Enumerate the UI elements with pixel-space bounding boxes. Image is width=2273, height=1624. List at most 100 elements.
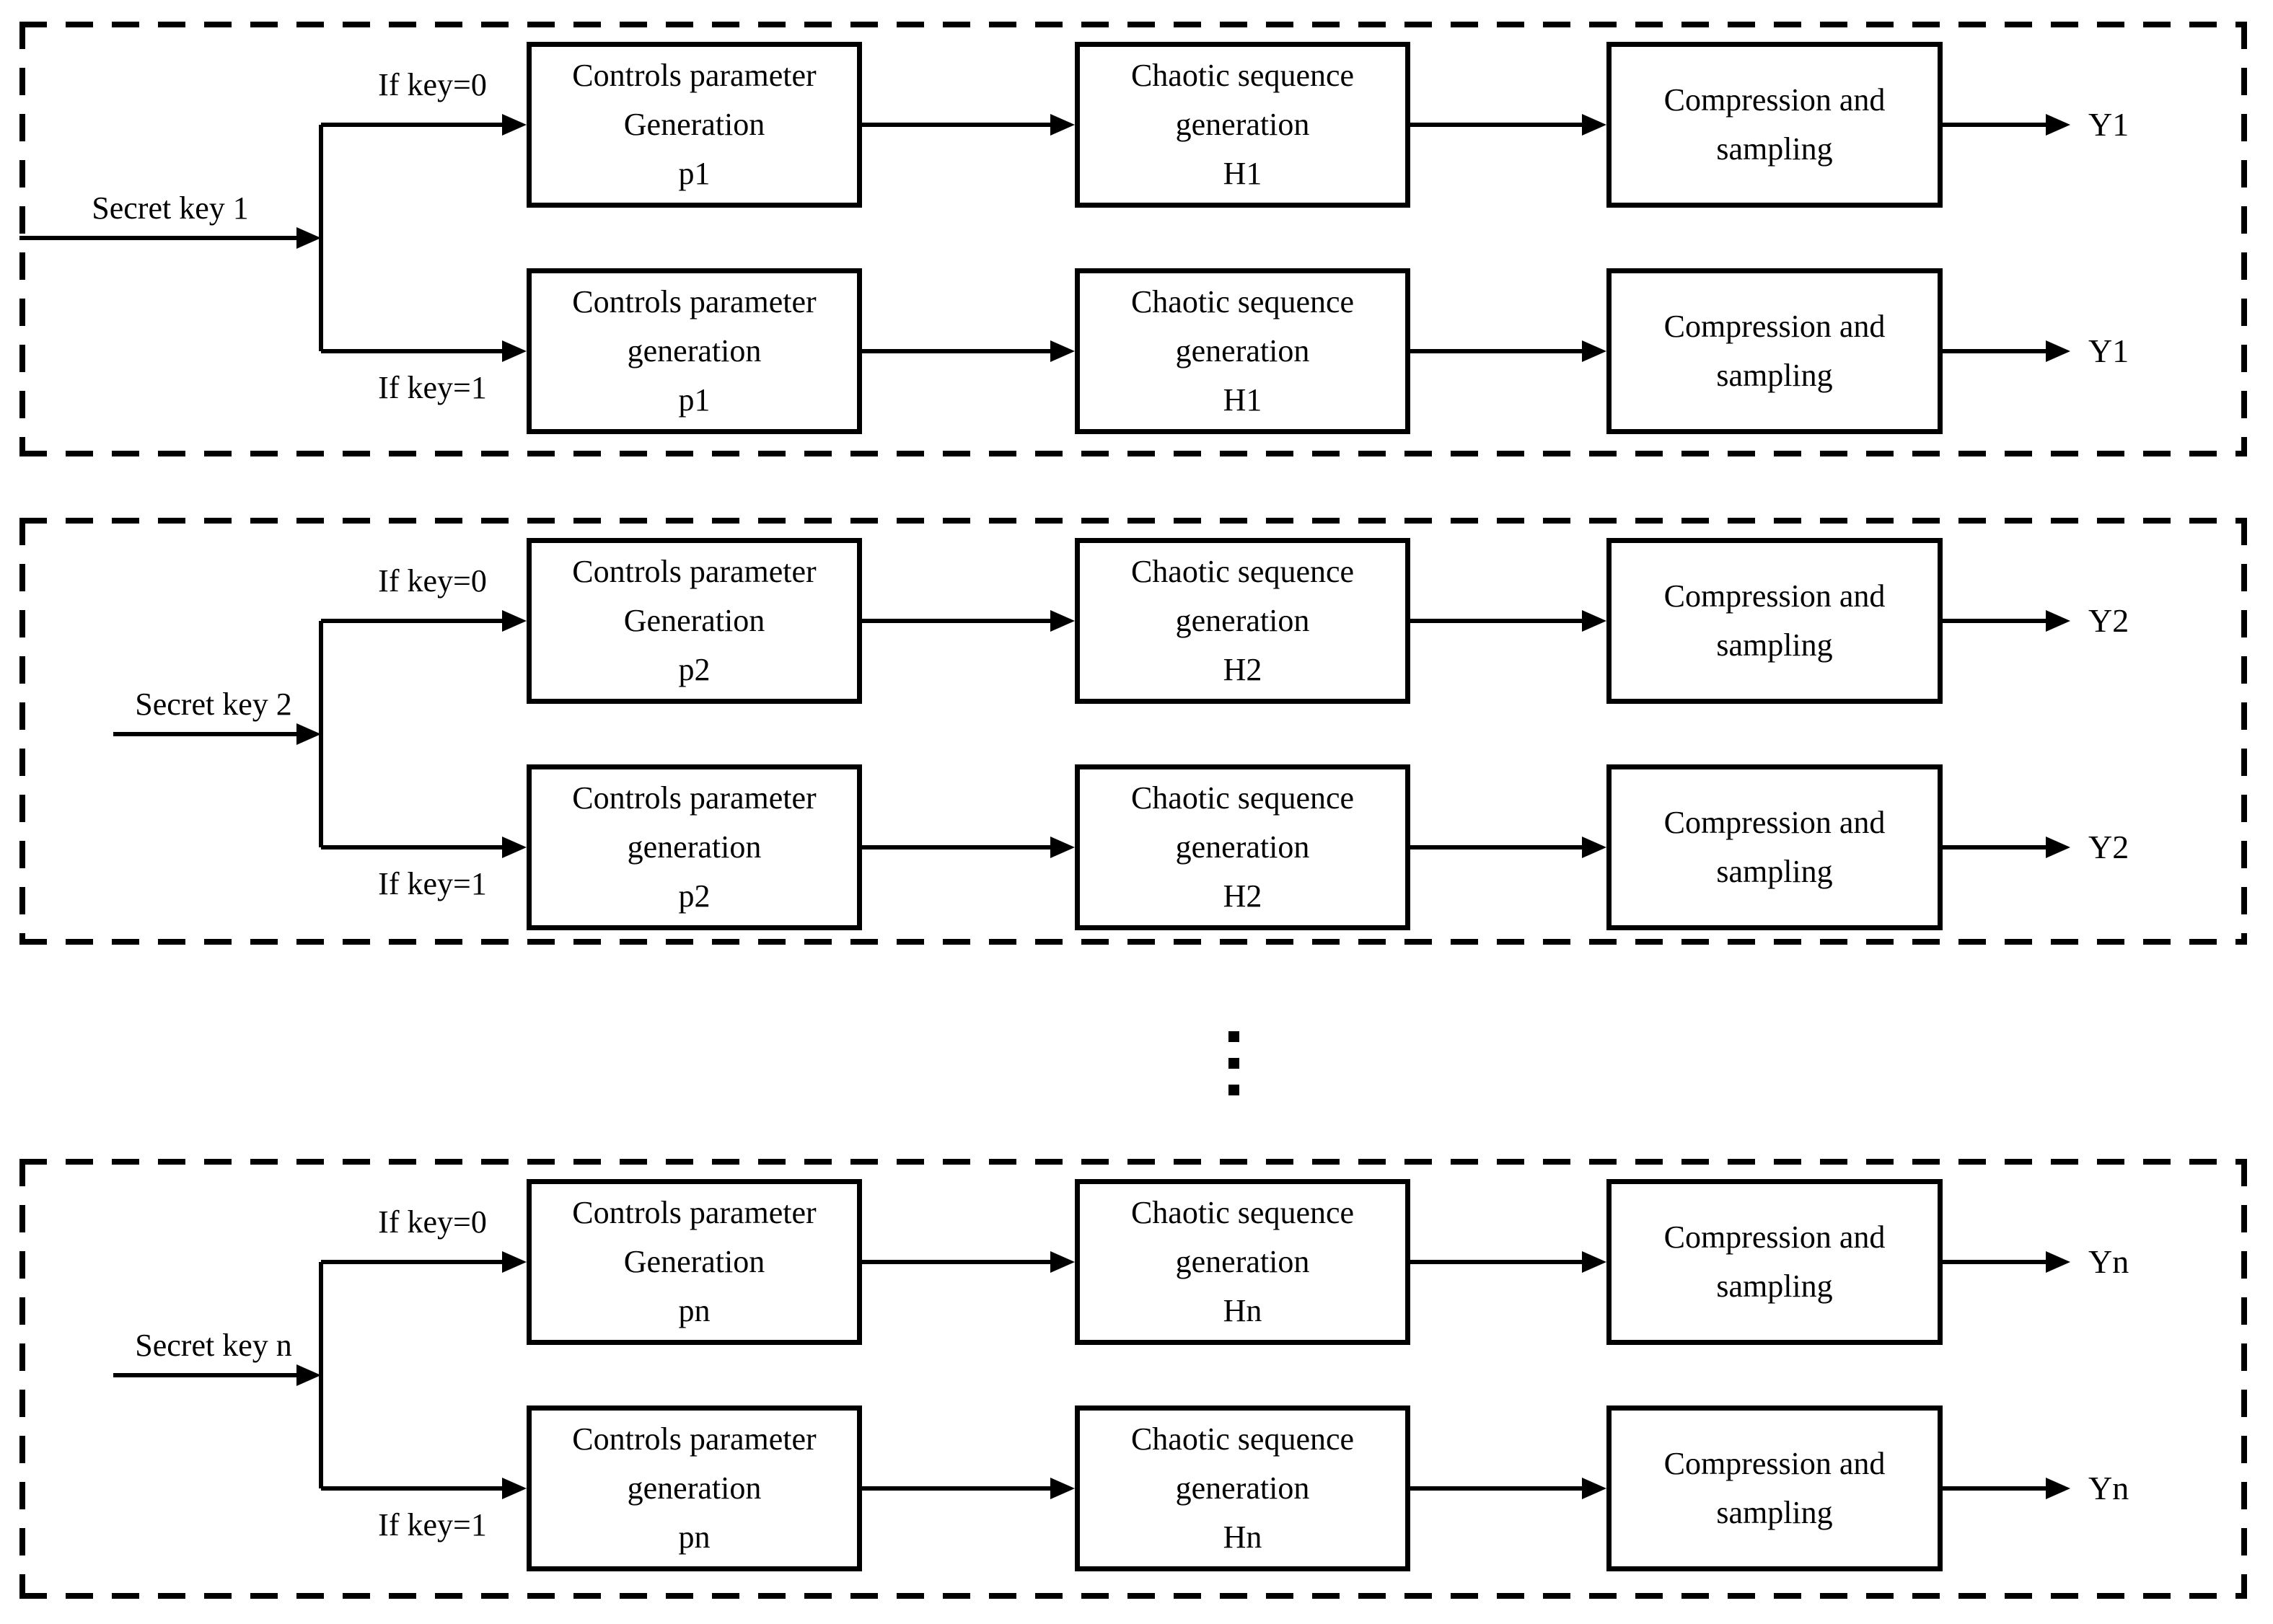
box-text-line: Chaotic sequence [1130, 780, 1355, 816]
secret-key-label: Secret key 1 [92, 190, 249, 226]
connector-arrow [1410, 845, 1582, 849]
box-text-line: Compression and [1663, 805, 1886, 840]
stage-secret-key-n: Secret key n If key=0 If key=1 Controls … [19, 1159, 2247, 1599]
box-text-line: sampling [1716, 358, 1833, 393]
box-text-line: Controls parameter [572, 1195, 817, 1230]
connector-arrow [1410, 123, 1582, 127]
connector-arrow [862, 1260, 1050, 1264]
stage-secret-key-1: Secret key 1 If key=0 If key=1 Controls … [19, 22, 2247, 456]
box-text-line: Chaotic sequence [1130, 58, 1355, 93]
box-text-line: Controls parameter [572, 1421, 817, 1457]
controls-parameter-box: Controls parameter generation p1 [527, 268, 862, 434]
box-text-line: Generation [623, 107, 765, 142]
dashed-border-top [19, 518, 2247, 524]
branch-bottom-arrow [321, 1486, 502, 1491]
compression-sampling-box: Compression and sampling [1606, 268, 1943, 434]
chaotic-sequence-box: Chaotic sequence generation H1 [1075, 42, 1410, 208]
box-text-line: p1 [678, 382, 711, 418]
box-text-line: Chaotic sequence [1130, 554, 1355, 589]
chaotic-sequence-box: Chaotic sequence generation H1 [1075, 268, 1410, 434]
connector-arrow [1410, 349, 1582, 353]
box-text-line: Controls parameter [572, 780, 817, 816]
if-key0-label: If key=0 [378, 1204, 487, 1240]
connector-arrow [862, 1486, 1050, 1491]
box-text-line: H2 [1223, 878, 1262, 914]
box-text-line: generation [1175, 1470, 1310, 1506]
output-label: Yn [2088, 1243, 2129, 1280]
output-label: Y2 [2088, 829, 2129, 865]
box-text-line: Chaotic sequence [1130, 284, 1355, 319]
box-text-line: H2 [1223, 652, 1262, 687]
box-text-line: pn [678, 1519, 711, 1555]
compression-sampling-box: Compression and sampling [1606, 764, 1943, 930]
box-text-line: sampling [1716, 854, 1833, 889]
compression-sampling-box: Compression and sampling [1606, 1179, 1943, 1345]
output-label: Y1 [2088, 332, 2129, 369]
secret-key-label: Secret key n [135, 1328, 292, 1363]
box-text-line: p1 [678, 156, 711, 191]
box-text-line: generation [627, 829, 762, 865]
branch-top-arrow [321, 1260, 502, 1264]
dashed-border-bottom [19, 451, 2247, 456]
dashed-border-right [2241, 518, 2247, 945]
compression-sampling-box: Compression and sampling [1606, 42, 1943, 208]
output-label: Y1 [2088, 106, 2129, 143]
branch-top-arrow [321, 619, 502, 623]
box-text-line: Hn [1223, 1293, 1262, 1328]
connector-arrow [862, 349, 1050, 353]
branch-split-line [319, 125, 323, 351]
secret-key-label: Secret key 2 [135, 687, 292, 722]
box-text-line: Hn [1223, 1519, 1262, 1555]
input-arrow [19, 236, 296, 240]
branch-split-line [319, 1262, 323, 1488]
box-text-line: Generation [623, 1244, 765, 1279]
chaotic-sequence-box: Chaotic sequence generation H2 [1075, 764, 1410, 930]
box-text-line: Compression and [1663, 309, 1886, 344]
box-text-line: generation [627, 333, 762, 369]
box-text-line: Compression and [1663, 1446, 1886, 1481]
controls-parameter-box: Controls parameter generation p2 [527, 764, 862, 930]
controls-parameter-box: Controls parameter Generation p1 [527, 42, 862, 208]
box-text-line: Compression and [1663, 578, 1886, 614]
branch-bottom-arrow [321, 845, 502, 849]
box-text-line: Chaotic sequence [1130, 1195, 1355, 1230]
if-key1-label: If key=1 [378, 370, 487, 405]
box-text-line: Chaotic sequence [1130, 1421, 1355, 1457]
box-text-line: generation [1175, 829, 1310, 865]
vertical-ellipsis-icon [1228, 1031, 1240, 1111]
box-text-line: Compression and [1663, 82, 1886, 118]
input-arrow [113, 732, 296, 736]
box-text-line: generation [1175, 333, 1310, 369]
dashed-border-right [2241, 1159, 2247, 1599]
box-text-line: sampling [1716, 1268, 1833, 1304]
output-arrow [1943, 123, 2046, 127]
box-text-line: sampling [1716, 1495, 1833, 1530]
box-text-line: generation [627, 1470, 762, 1506]
if-key0-label: If key=0 [378, 67, 487, 102]
if-key0-label: If key=0 [378, 563, 487, 599]
connector-arrow [862, 619, 1050, 623]
box-text-line: sampling [1716, 627, 1833, 663]
box-text-line: H1 [1223, 382, 1262, 418]
box-text-line: p2 [678, 652, 711, 687]
box-text-line: Controls parameter [572, 284, 817, 319]
box-text-line: H1 [1223, 156, 1262, 191]
dashed-border-bottom [19, 939, 2247, 945]
output-arrow [1943, 1486, 2046, 1491]
box-text-line: generation [1175, 603, 1310, 638]
connector-arrow [862, 845, 1050, 849]
box-text-line: Controls parameter [572, 58, 817, 93]
compression-sampling-box: Compression and sampling [1606, 538, 1943, 704]
controls-parameter-box: Controls parameter Generation pn [527, 1179, 862, 1345]
box-text-line: p2 [678, 878, 711, 914]
stage-secret-key-2: Secret key 2 If key=0 If key=1 Controls … [19, 518, 2247, 945]
output-arrow [1943, 845, 2046, 849]
controls-parameter-box: Controls parameter Generation p2 [527, 538, 862, 704]
output-arrow [1943, 1260, 2046, 1264]
output-arrow [1943, 619, 2046, 623]
branch-bottom-arrow [321, 349, 502, 353]
output-label: Y2 [2088, 602, 2129, 639]
box-text-line: sampling [1716, 131, 1833, 167]
dashed-border-right [2241, 22, 2247, 456]
